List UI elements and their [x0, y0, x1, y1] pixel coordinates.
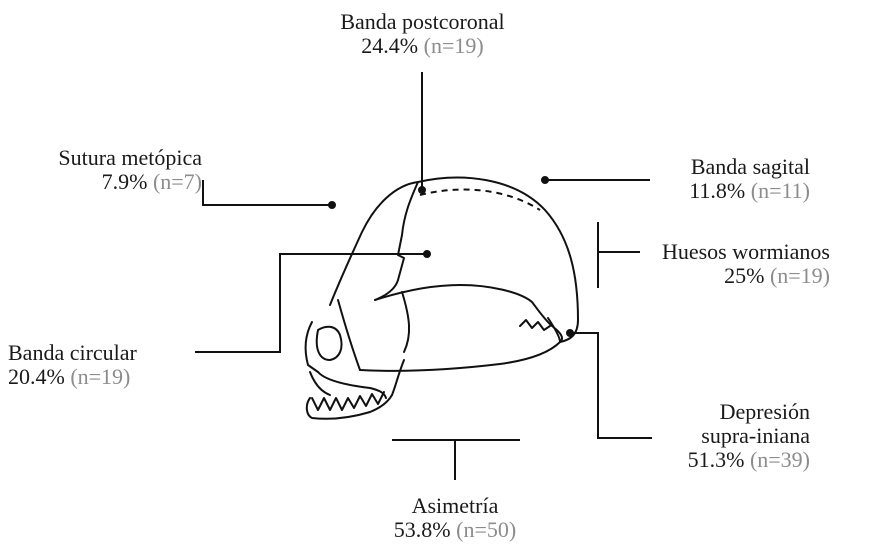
- label-asimetria: Asimetría 53.8% (n=50): [340, 494, 570, 542]
- label-depresion: Depresión supra-iniana 51.3% (n=39): [620, 400, 810, 472]
- label-sagital-n: (n=11): [751, 178, 810, 203]
- label-sagital-pct: 11.8%: [689, 178, 745, 203]
- label-depresion-name-2: supra-iniana: [620, 424, 810, 448]
- label-circular: Banda circular 20.4% (n=19): [8, 341, 198, 389]
- dot-metopica: [329, 202, 335, 208]
- label-depresion-name-1: Depresión: [620, 400, 810, 424]
- label-metopica-name: Sutura metópica: [10, 146, 202, 170]
- label-postcoronal-name: Banda postcoronal: [300, 10, 545, 34]
- label-sagital: Banda sagital 11.8% (n=11): [610, 155, 810, 203]
- dot-depresion: [567, 330, 573, 336]
- label-circular-n: (n=19): [70, 364, 130, 389]
- label-depresion-pct: 51.3%: [688, 447, 745, 472]
- label-depresion-n: (n=39): [750, 447, 810, 472]
- label-circular-pct: 20.4%: [8, 364, 65, 389]
- label-postcoronal-pct: 24.4%: [361, 33, 418, 58]
- skull-drawing: [306, 178, 578, 419]
- label-wormianos-pct: 25%: [724, 263, 764, 288]
- label-metopica: Sutura metópica 7.9% (n=7): [10, 146, 202, 194]
- dot-postcoronal: [419, 187, 425, 193]
- label-sagital-name: Banda sagital: [610, 155, 810, 179]
- label-postcoronal: Banda postcoronal 24.4% (n=19): [300, 10, 545, 58]
- label-postcoronal-n: (n=19): [424, 33, 484, 58]
- label-asimetria-n: (n=50): [456, 517, 516, 542]
- label-wormianos: Huesos wormianos 25% (n=19): [620, 240, 830, 288]
- label-circular-name: Banda circular: [8, 341, 198, 365]
- dot-circular: [424, 251, 430, 257]
- label-wormianos-n: (n=19): [770, 263, 830, 288]
- label-asimetria-name: Asimetría: [340, 494, 570, 518]
- label-wormianos-name: Huesos wormianos: [620, 240, 830, 264]
- leader-circular: [195, 254, 425, 352]
- label-asimetria-pct: 53.8%: [394, 517, 451, 542]
- dot-sagital: [542, 177, 548, 183]
- label-metopica-n: (n=7): [153, 169, 202, 194]
- leader-metopica: [203, 180, 330, 205]
- label-metopica-pct: 7.9%: [102, 169, 148, 194]
